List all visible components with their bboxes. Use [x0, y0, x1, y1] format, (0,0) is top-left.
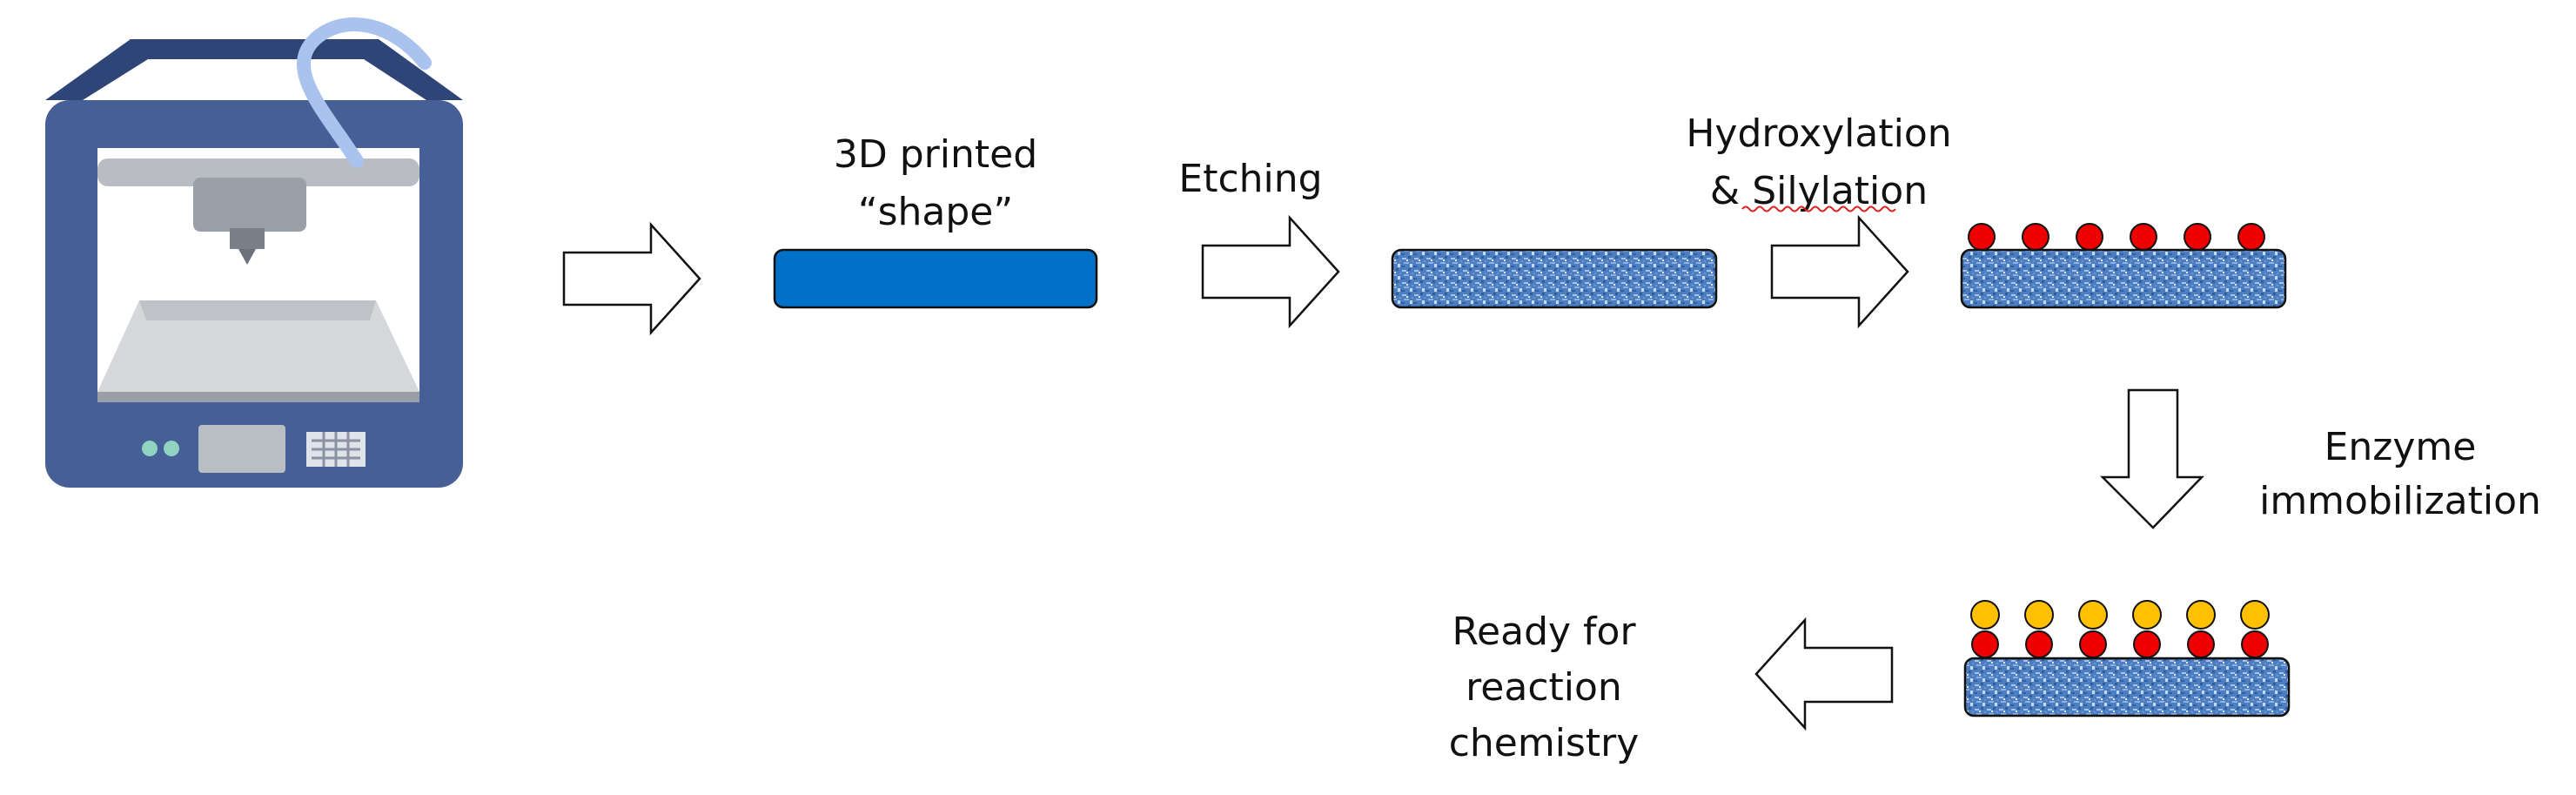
silane-dot: [2241, 630, 2269, 658]
etched-shape-bar: [1391, 248, 1718, 309]
enzyme-dot: [2078, 600, 2108, 630]
printed-shape-label-line1: 3D printed: [834, 132, 1037, 177]
enzyme-dot: [1970, 600, 2000, 630]
etching-label: Etching: [1178, 157, 1322, 201]
silane-dot: [2237, 223, 2265, 251]
enzyme-shape: [1963, 600, 2291, 718]
silane-dots: [1968, 223, 2265, 251]
arrow-down-icon: [2099, 388, 2204, 529]
silane-dot: [2187, 630, 2215, 658]
hydroxylation-label-line1: Hydroxylation: [1686, 111, 1951, 156]
silane-dot: [1971, 630, 1999, 658]
ready-label-line3: chemistry: [1449, 721, 1640, 765]
printed-shape-label-line2: “shape”: [858, 190, 1013, 234]
silane-dot: [2076, 223, 2103, 251]
arrow-left-icon: [1754, 616, 1894, 731]
silane-dot: [2130, 223, 2157, 251]
printed-shape-bar: [773, 248, 1098, 309]
silylated-shape: [1960, 223, 2287, 309]
enzyme-label-line1: Enzyme: [2324, 425, 2477, 469]
spellcheck-underline: [1741, 205, 1896, 212]
silane-dots: [1971, 630, 2269, 658]
silane-dot: [2079, 630, 2107, 658]
silane-dot: [2184, 223, 2211, 251]
silane-dot: [1968, 223, 1996, 251]
enzyme-dot: [2132, 600, 2162, 630]
silylated-shape-bar: [1960, 248, 2287, 309]
enzyme-label-line2: immobilization: [2259, 479, 2541, 523]
silane-dot: [2022, 223, 2049, 251]
arrow-right-icon: [1770, 214, 1909, 329]
silane-dot: [2025, 630, 2053, 658]
ready-label-line1: Ready for: [1452, 610, 1636, 654]
silane-dot: [2133, 630, 2161, 658]
hydroxylation-label-line2: & Silylation: [1710, 169, 1928, 213]
3d-printer-icon: [45, 17, 463, 488]
arrow-right-icon: [1201, 214, 1340, 329]
enzyme-dot: [2240, 600, 2270, 630]
enzyme-dot: [2186, 600, 2216, 630]
ready-label-line2: reaction: [1466, 665, 1622, 710]
arrow-right-icon: [562, 221, 701, 336]
enzyme-dot: [2024, 600, 2054, 630]
enzyme-shape-bar: [1963, 657, 2291, 718]
enzyme-dots: [1970, 600, 2270, 630]
